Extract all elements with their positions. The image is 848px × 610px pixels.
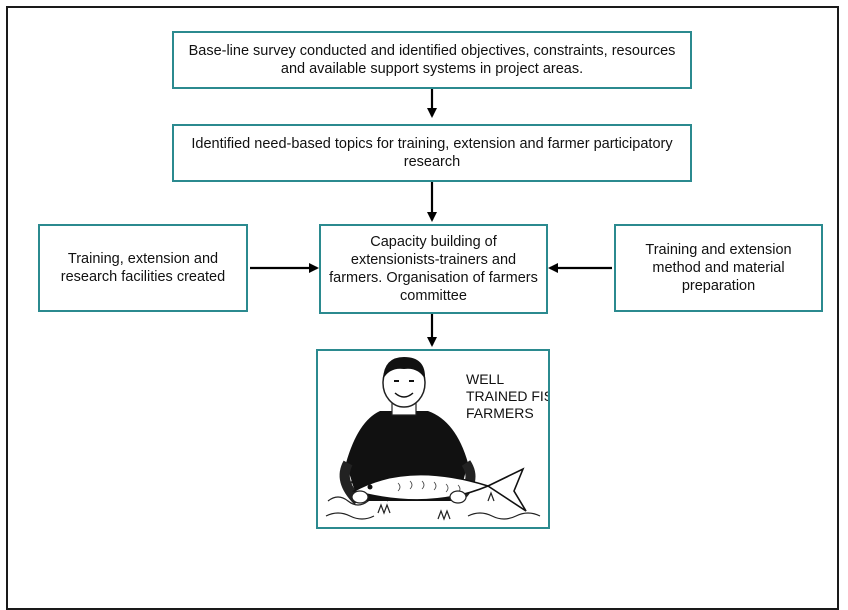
center-capacity-building-text: Capacity building of extensionists-train… bbox=[329, 234, 538, 304]
connector-arrows bbox=[250, 88, 612, 347]
step-baseline-survey: Base-line survey conducted and identifie… bbox=[172, 31, 692, 89]
step-identified-topics-text: Identified need-based topics for trainin… bbox=[191, 136, 673, 170]
input-facilities-created: Training, extension and research facilit… bbox=[38, 224, 248, 312]
step-identified-topics: Identified need-based topics for trainin… bbox=[172, 124, 692, 182]
outcome-well-trained-farmers: WELL TRAINED FISH FARMERS bbox=[316, 349, 550, 529]
input-method-material-preparation: Training and extension method and materi… bbox=[614, 224, 823, 312]
outcome-label: WELL TRAINED FISH FARMERS bbox=[466, 371, 548, 421]
input-method-material-preparation-text: Training and extension method and materi… bbox=[645, 242, 792, 294]
step-baseline-survey-text: Base-line survey conducted and identifie… bbox=[188, 43, 676, 77]
fish-farmer-illustration-icon bbox=[325, 357, 541, 521]
center-capacity-building: Capacity building of extensionists-train… bbox=[319, 224, 548, 314]
input-facilities-created-text: Training, extension and research facilit… bbox=[60, 251, 226, 285]
